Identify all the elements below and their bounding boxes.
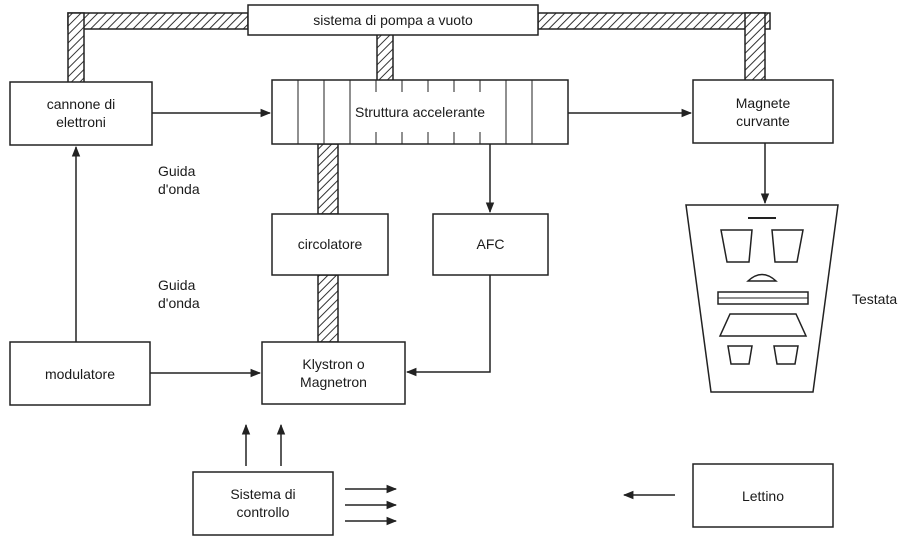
- control-system-label: Sistema di controllo: [193, 485, 333, 521]
- waveguide-upper-line2: d'onda: [158, 181, 200, 197]
- bending-magnet-label-line2: curvante: [736, 113, 790, 129]
- flow-arrows: [71, 108, 770, 526]
- klystron-box: [261, 341, 406, 405]
- vacuum-duct: [67, 12, 771, 86]
- waveguide-upper-line1: Guida: [158, 163, 196, 179]
- bending-magnet-label: Magnete curvante: [693, 94, 833, 130]
- klystron-label: Klystron o Magnetron: [262, 355, 405, 391]
- vacuum-system-box: [247, 4, 539, 36]
- bending-magnet-box: [692, 79, 834, 144]
- vacuum-system-label: sistema di pompa a vuoto: [313, 12, 473, 28]
- control-system-label-line2: controllo: [236, 504, 290, 520]
- waveguide-upper-label: Guida d'onda: [158, 162, 200, 198]
- modulator-label: modulatore: [44, 366, 116, 382]
- couch-label: Lettino: [741, 488, 785, 504]
- electron-gun-label: cannone di elettroni: [10, 95, 152, 131]
- treatment-head: [685, 204, 839, 393]
- control-system-label-line1: Sistema di: [230, 486, 296, 502]
- cavity-dividers: [297, 80, 533, 144]
- klystron-label-line1: Klystron o: [302, 356, 365, 372]
- waveguide-lower-label: Guida d'onda: [158, 276, 200, 312]
- electron-gun-label-line2: elettroni: [56, 114, 106, 130]
- accelerating-structure-text: Struttura accelerante: [352, 104, 488, 120]
- waveguide-lower-line2: d'onda: [158, 295, 200, 311]
- circulator-label: circolatore: [297, 236, 363, 252]
- control-system-box: [192, 471, 334, 536]
- electron-gun-label-line1: cannone di: [46, 96, 116, 112]
- klystron-label-line2: Magnetron: [300, 374, 367, 390]
- head-label: Testata: [852, 291, 898, 307]
- circulator-box: [271, 213, 389, 276]
- waveguide-lower-line1: Guida: [158, 277, 196, 293]
- accelerating-structure-label: Struttura accelerante: [272, 103, 568, 121]
- couch-box: [692, 463, 834, 528]
- bending-magnet-label-line1: Magnete: [735, 95, 791, 111]
- afc-label: AFC: [476, 236, 505, 252]
